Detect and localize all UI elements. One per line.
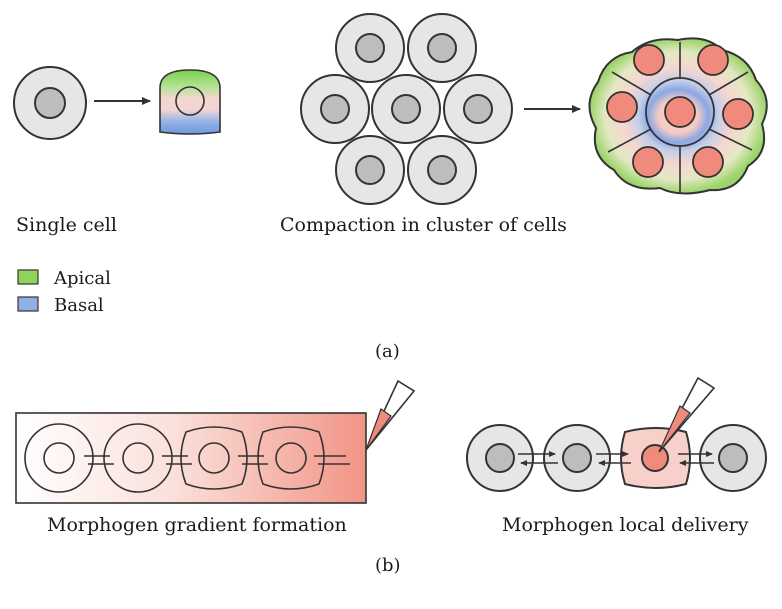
single-cell bbox=[13, 66, 87, 140]
single-cell-label: Single cell bbox=[16, 214, 117, 236]
compacted-cluster bbox=[588, 37, 768, 195]
delivery-cell bbox=[699, 424, 767, 492]
local-delivery-row bbox=[466, 376, 767, 492]
pipette bbox=[365, 379, 416, 451]
legend-swatch-apical bbox=[17, 269, 39, 285]
legend-swatch-basal bbox=[17, 296, 39, 312]
delivery-cell bbox=[543, 424, 611, 492]
gradient-band bbox=[15, 379, 416, 504]
nucleus bbox=[697, 44, 729, 76]
nucleus bbox=[633, 44, 665, 76]
polarized-cell bbox=[159, 69, 221, 135]
nucleus bbox=[664, 96, 696, 128]
pipette bbox=[658, 376, 716, 453]
cluster-cell bbox=[371, 74, 441, 144]
legend-label-apical: Apical bbox=[53, 268, 111, 289]
panel-b-label: (b) bbox=[375, 555, 401, 576]
cluster-cell bbox=[407, 135, 477, 205]
legend-label-basal: Basal bbox=[54, 295, 104, 316]
legend: Apical Basal bbox=[17, 268, 111, 316]
nucleus bbox=[632, 146, 664, 178]
panel-a-label: (a) bbox=[375, 341, 400, 362]
nucleus bbox=[692, 146, 724, 178]
nucleus bbox=[722, 98, 754, 130]
cell-cluster bbox=[300, 13, 513, 205]
cluster-label: Compaction in cluster of cells bbox=[280, 214, 567, 236]
cluster-cell bbox=[407, 13, 477, 83]
cluster-cell bbox=[443, 74, 513, 144]
exchange-arrows bbox=[518, 451, 714, 466]
cluster-cell bbox=[335, 13, 405, 83]
target-cell bbox=[620, 427, 691, 489]
local-delivery-label: Morphogen local delivery bbox=[502, 514, 749, 536]
delivery-cell bbox=[466, 424, 534, 492]
gradient-label: Morphogen gradient formation bbox=[47, 514, 347, 536]
cluster-cell bbox=[300, 74, 370, 144]
cluster-cell bbox=[335, 135, 405, 205]
nucleus bbox=[606, 91, 638, 123]
